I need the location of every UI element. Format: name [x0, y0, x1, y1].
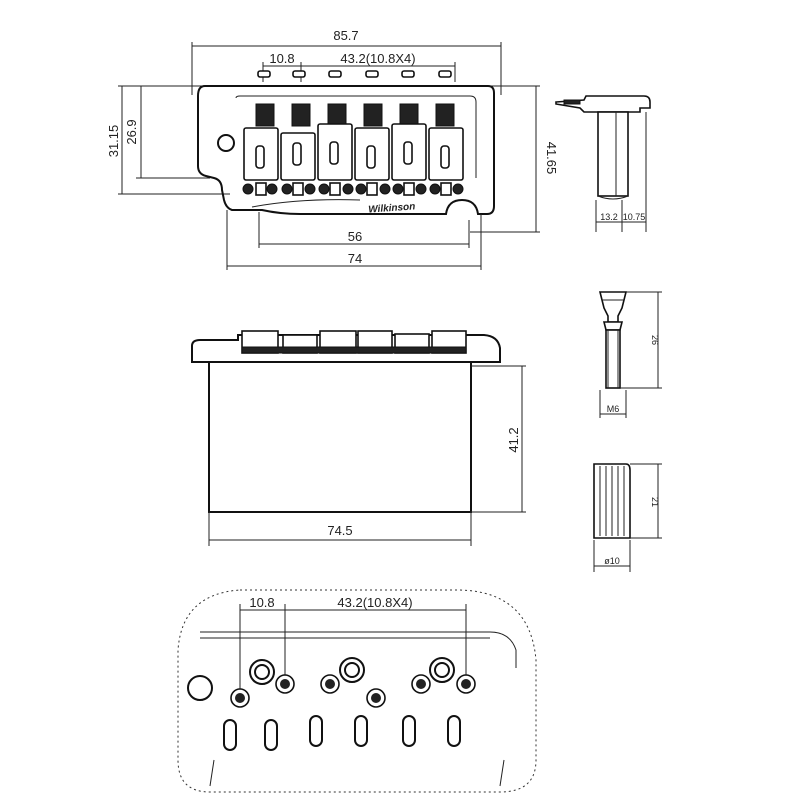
template-view: 10.8 43.2(10.8X4)	[177, 589, 537, 793]
post-screw: 26 M6	[598, 291, 662, 418]
block-saddles	[241, 330, 467, 354]
dim-total-width: 85.7	[333, 28, 358, 43]
dim-saddle-a: 13.2	[600, 212, 618, 222]
dim-template-spacing-total: 43.2(10.8X4)	[337, 595, 412, 610]
front-view: 85.7 10.8 43.2(10.8X4) 31.15 26.9 41.65	[106, 28, 559, 270]
brand-engraving: Wilkinson	[368, 201, 416, 215]
string-tips	[257, 70, 452, 78]
saddle-springs	[255, 103, 455, 127]
dim-block-width: 74.5	[327, 523, 352, 538]
dim-spacing-single: 10.8	[269, 51, 294, 66]
dim-bushing-height: 21	[650, 497, 660, 507]
dim-post-thread: M6	[607, 404, 620, 414]
dim-saddle-b: 10.75	[623, 212, 646, 222]
dim-post-length: 26	[650, 335, 660, 345]
side-saddle-view: 13.2 10.75	[555, 95, 651, 232]
dim-spacing-total: 43.2(10.8X4)	[340, 51, 415, 66]
block-view: 41.2 74.5	[191, 330, 526, 546]
saddles	[243, 123, 464, 181]
dim-mount-span: 56	[348, 229, 362, 244]
dim-right-height: 41.65	[544, 142, 559, 175]
height-screws	[242, 182, 464, 196]
dim-left-outer-height: 31.15	[106, 125, 121, 158]
dim-left-inner-height: 26.9	[124, 119, 139, 144]
dim-bushing-diameter: ø10	[604, 556, 620, 566]
template-slots	[223, 715, 461, 751]
template-rings	[249, 657, 455, 685]
template-screw-holes	[230, 674, 476, 708]
bushing: 21 ø10	[593, 463, 662, 572]
dim-block-height: 41.2	[506, 427, 521, 452]
dim-template-spacing-single: 10.8	[249, 595, 274, 610]
dim-base-width: 74	[348, 251, 362, 266]
